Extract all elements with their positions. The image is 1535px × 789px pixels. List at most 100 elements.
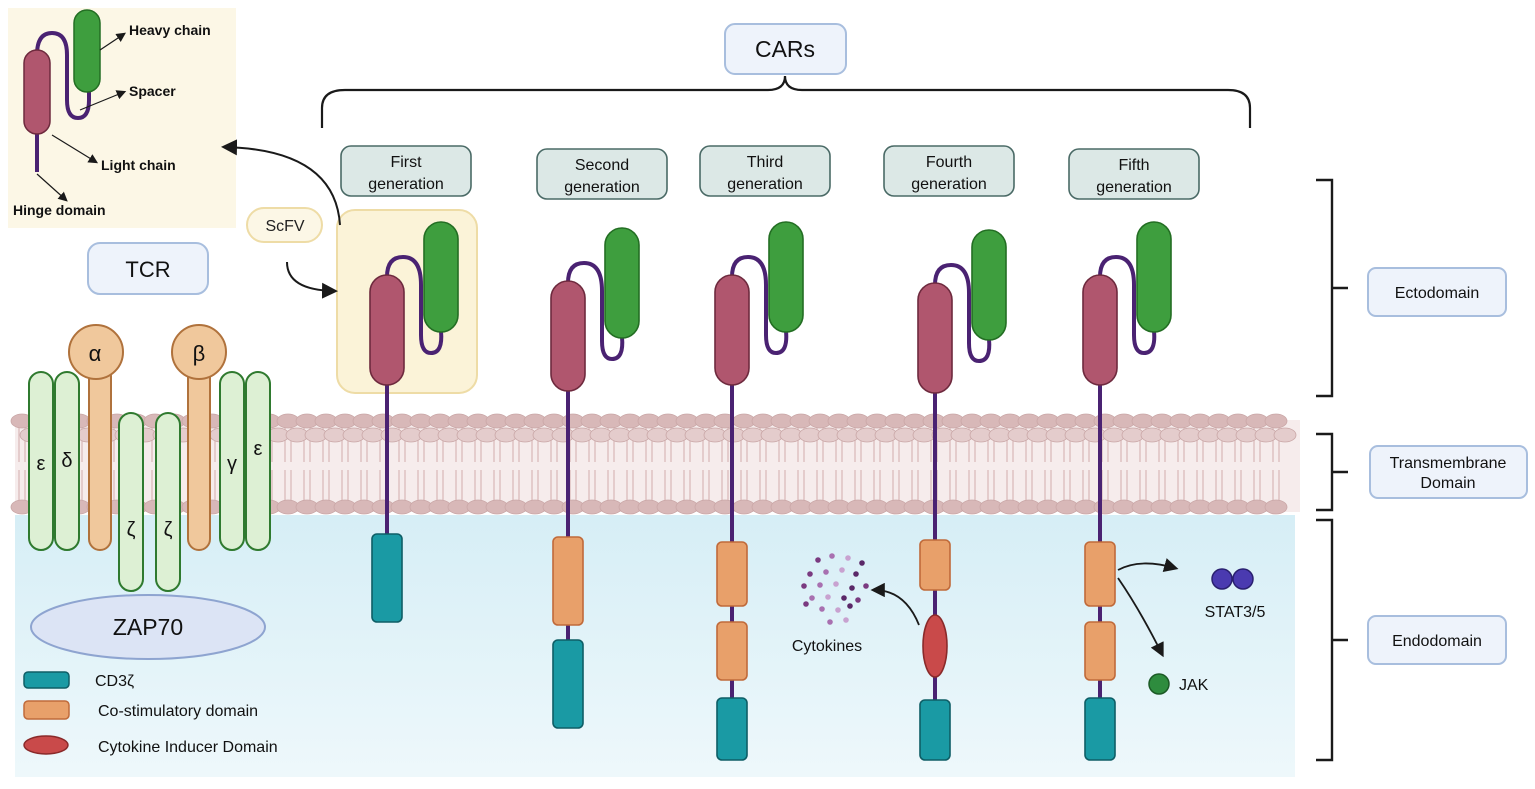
scfv-label-box — [246, 207, 323, 243]
cytokine-particle — [815, 557, 821, 563]
cytokine-inducer-domain — [922, 614, 948, 678]
cytokine-particle — [841, 595, 847, 601]
transmembrane-label-line2: Domain — [1420, 475, 1475, 492]
beta-label: β — [193, 341, 206, 366]
car-generation-2 — [550, 227, 640, 729]
generation-box-1 — [340, 145, 472, 197]
legend-cd3z-swatch — [23, 671, 70, 689]
epsilon-right-label: ε — [254, 438, 263, 460]
ectodomain-box — [1367, 267, 1507, 317]
stat-arrow — [1117, 558, 1179, 572]
delta-label: δ — [61, 450, 72, 472]
stat-molecule-a — [1211, 568, 1233, 590]
cytokine-particle — [843, 617, 849, 623]
cytokine-particle — [829, 553, 835, 559]
transmembrane-bracket — [1316, 432, 1348, 512]
cd3-epsilon-right — [245, 371, 271, 551]
generation-label-2-line2: generation — [564, 179, 640, 196]
costimulatory-domain — [552, 536, 584, 626]
cytokine-particle — [809, 595, 815, 601]
costimulatory-domain — [716, 621, 748, 681]
legend-cd3z-label: CD3ζ — [95, 673, 134, 690]
car-heavy-chain — [1136, 221, 1172, 333]
generation-label-4-line1: Fourth — [926, 154, 972, 171]
jak-molecule — [1148, 673, 1170, 695]
scfv-label: ScFV — [265, 218, 304, 235]
car-generation-3 — [714, 221, 804, 761]
generation-label-2-line1: Second — [575, 157, 629, 174]
generation-label-3-line2: generation — [727, 176, 803, 193]
costimulatory-domain — [1084, 541, 1116, 607]
generation-label-4-line2: generation — [911, 176, 987, 193]
lipid-head — [1273, 427, 1297, 443]
car-light-chain — [369, 274, 405, 386]
heavy-chain-label-line1: Heavy chain — [129, 22, 211, 38]
costimulatory-domain — [1084, 621, 1116, 681]
car-generation-5 — [1082, 221, 1172, 761]
tcr-alpha-head — [68, 324, 124, 380]
tcr-beta-head — [171, 324, 227, 380]
cytokine-particle — [863, 583, 869, 589]
generation-label-5-line2: generation — [1096, 179, 1172, 196]
inset-linker — [35, 30, 91, 121]
cytokine-particle — [803, 601, 809, 607]
car-linker — [566, 260, 625, 362]
cd3z-domain — [552, 639, 584, 729]
tcr-complex: TCR α β ε δ ζ ζ γ ε ZAP70 — [28, 242, 271, 660]
generation-box-3 — [699, 145, 831, 197]
zeta-right-label: ζ — [164, 519, 173, 541]
generation-box-2 — [536, 148, 668, 200]
cytokine-particle — [845, 555, 851, 561]
generation-label-5-line1: Fifth — [1118, 157, 1149, 174]
cytokine-particle — [833, 581, 839, 587]
cd3z-domain — [1084, 697, 1116, 761]
cars-title: CARs — [755, 36, 815, 62]
car-light-chain — [1082, 274, 1118, 386]
cytokine-particle — [849, 585, 855, 591]
ectodomain-label: Ectodomain — [1395, 285, 1480, 302]
generation-label-1-line2: generation — [368, 176, 444, 193]
car-light-chain — [714, 274, 750, 386]
cytokines-label: Cytokines — [792, 638, 862, 655]
cytokine-arrow — [870, 582, 920, 626]
endodomain-box — [1367, 615, 1507, 665]
cytokine-particle — [847, 603, 853, 609]
car-linker — [1098, 254, 1157, 356]
car-light-chain — [550, 280, 586, 392]
scfv-pointer-arrow — [286, 261, 338, 299]
ectodomain-bracket — [1316, 178, 1348, 398]
alpha-label: α — [89, 341, 102, 366]
light-chain-label: Light chain — [101, 157, 176, 173]
cytokine-particle — [817, 582, 823, 588]
cd3z-domain — [716, 697, 748, 761]
cars-title-box — [724, 23, 847, 75]
car-generation-4 — [917, 229, 1007, 761]
generation-box-5 — [1068, 148, 1200, 200]
endodomain-bracket — [1316, 518, 1348, 762]
tcr-beta-stalk — [187, 364, 211, 551]
lipid-head — [1264, 413, 1288, 429]
gamma-label: γ — [227, 453, 237, 475]
generation-label-3-line1: Third — [747, 154, 783, 171]
car-heavy-chain — [971, 229, 1007, 341]
car-linker — [730, 254, 789, 356]
cytokine-particle — [825, 594, 831, 600]
endodomain-label: Endodomain — [1392, 633, 1482, 650]
cd3-gamma — [219, 371, 245, 551]
legend-cytokine-inducer-label: Cytokine Inducer Domain — [98, 739, 278, 756]
epsilon-left-label: ε — [37, 453, 46, 475]
tcr-label: TCR — [125, 257, 170, 282]
generation-label-1-line1: First — [390, 154, 422, 171]
legend-costim-label: Co-stimulatory domain — [98, 703, 258, 720]
hinge-domain-label: Hinge domain — [13, 202, 106, 218]
cytokine-particle — [839, 567, 845, 573]
cytokine-particle — [855, 597, 861, 603]
lipid-head — [1264, 499, 1288, 515]
tcr-label-box — [87, 242, 209, 295]
car-generation-1 — [369, 221, 459, 623]
car-light-chain — [917, 282, 953, 394]
car-heavy-chain — [768, 221, 804, 333]
cd3-delta — [54, 371, 80, 551]
jak-label: JAK — [1179, 677, 1209, 694]
